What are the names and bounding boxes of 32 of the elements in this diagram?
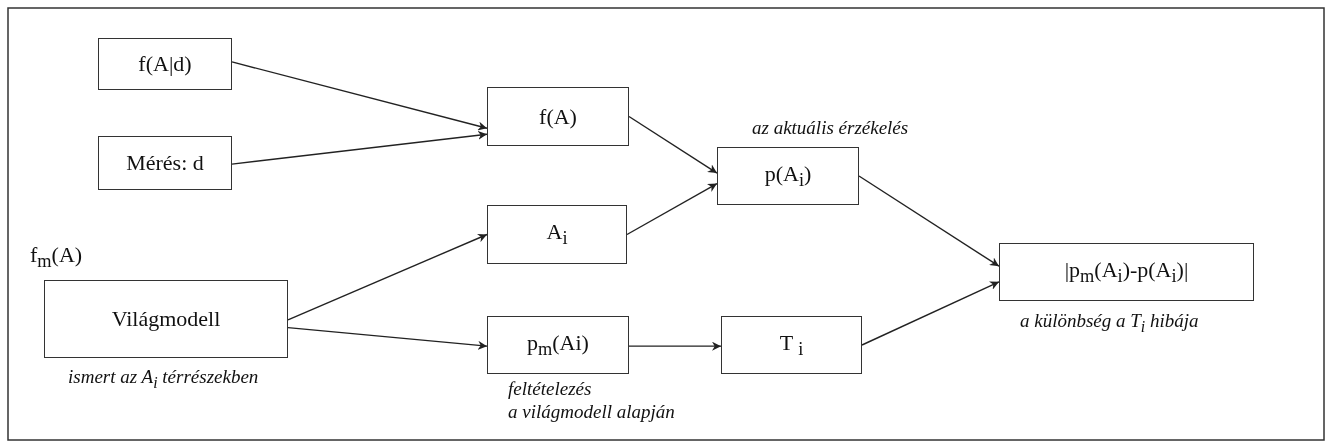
arrow	[231, 130, 488, 165]
node-label: p$_{m}$(Ai)	[527, 329, 589, 361]
arrow	[231, 61, 488, 131]
process-box	[717, 147, 859, 205]
node-heading: f$_{m}$(A)	[30, 242, 83, 273]
node-caption: feltételezés a világmodell alapján	[508, 378, 676, 424]
node-caption: ismert az A$_{i}$ térrészekben	[68, 366, 259, 393]
arrow	[628, 115, 718, 174]
process-box	[487, 316, 629, 374]
arrow	[861, 281, 1000, 346]
node-caption: az aktuális érzékelés	[752, 117, 909, 140]
process-box	[98, 38, 232, 90]
process-box	[98, 136, 232, 190]
process-box	[999, 243, 1254, 301]
node-label: A$_{i}$	[546, 219, 568, 250]
node-label: p(A$_{i}$)	[764, 160, 812, 192]
node-label: T $_{i}$	[779, 329, 804, 361]
node-label: f(A)	[539, 103, 577, 130]
node-label: Világmodell	[111, 306, 221, 332]
process-box	[721, 316, 862, 374]
arrow	[287, 233, 488, 321]
arrow	[628, 341, 722, 351]
node-label: f(A|d)	[138, 51, 192, 77]
node-label: Mérés: d	[126, 150, 204, 176]
arrow	[626, 182, 718, 236]
process-box	[44, 280, 288, 358]
arrow	[287, 326, 488, 350]
process-box	[487, 87, 629, 146]
arrow	[858, 175, 1000, 267]
node-caption: a különbség a T$_{i}$ hibája	[1020, 310, 1199, 337]
node-label: |p$_{m}$(A$_{i}$)-p(A$_{i}$)|	[1064, 256, 1189, 288]
process-box	[487, 205, 627, 264]
